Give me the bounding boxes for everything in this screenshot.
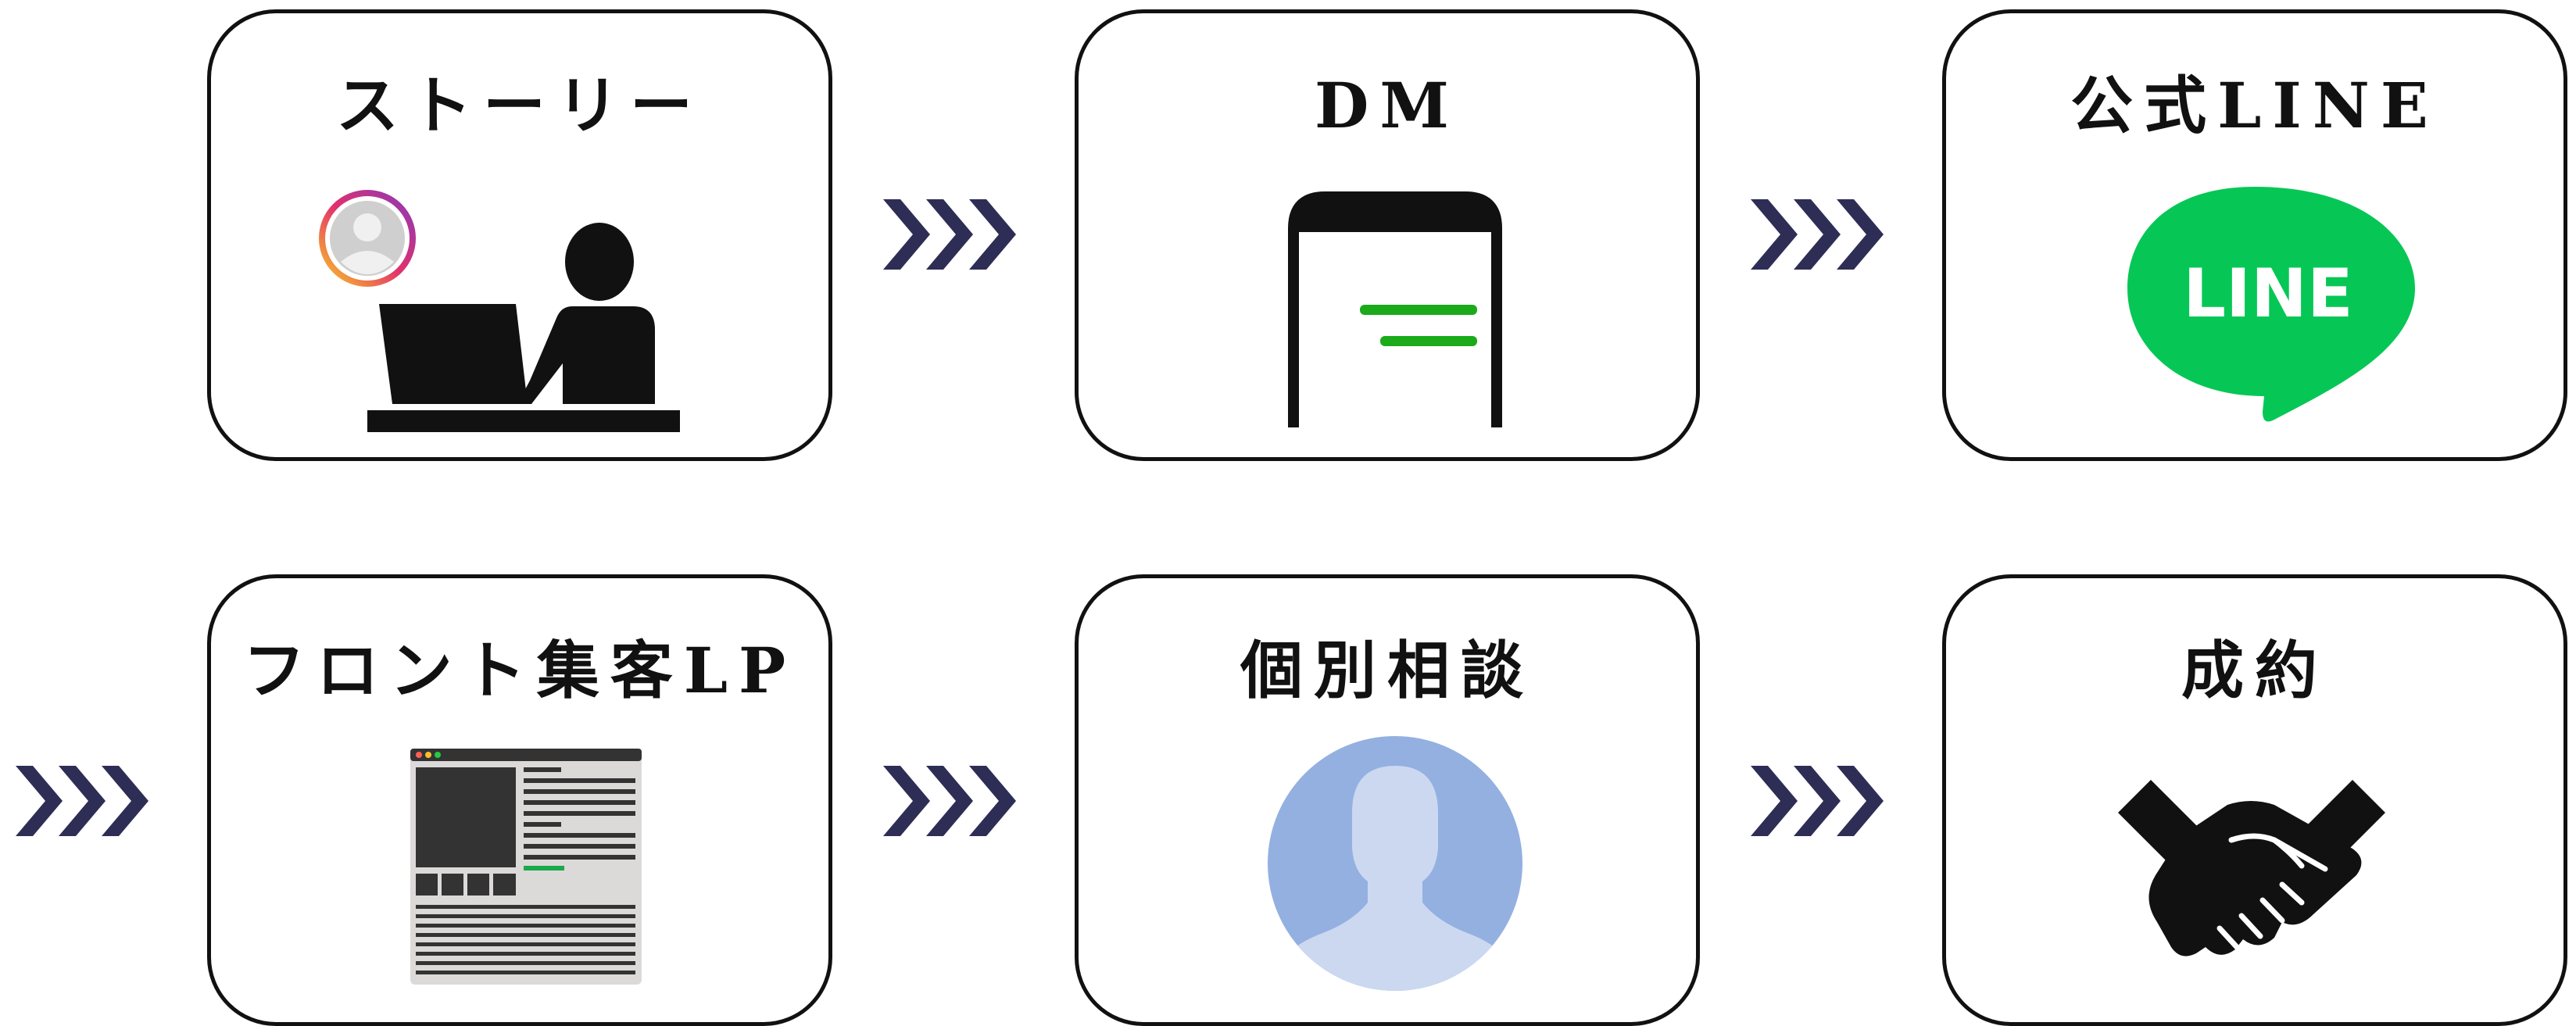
chevron-arrow-icon [883, 766, 1016, 836]
step-title: 公式LINE [2070, 69, 2439, 142]
step-card-front-lp: フロント集客LP [207, 574, 832, 1026]
step-title: フロント集客LP [242, 634, 797, 707]
step-card-individual-consultation: 個別相談 [1075, 574, 1700, 1026]
line-logo-text: LINE [2183, 255, 2353, 333]
person-at-laptop-icon [319, 190, 680, 432]
step-title: ストーリー [336, 69, 703, 142]
chevron-arrow-icon [883, 199, 1016, 270]
line-logo-icon: LINE [2127, 187, 2415, 422]
step-card-official-line: 公式LINE LINE [1942, 9, 2567, 461]
step-card-dm: DM [1075, 9, 1700, 461]
chevron-arrow-icon [1751, 199, 1884, 270]
smartphone-message-icon [1288, 191, 1502, 427]
chevron-arrow-icon [16, 766, 148, 836]
step-title: 成約 [2181, 634, 2328, 707]
step-card-contract: 成約 [1942, 574, 2567, 1026]
chevron-arrow-icon [1751, 766, 1884, 836]
step-card-story: ストーリー [207, 9, 832, 461]
handshake-icon [2118, 780, 2385, 956]
step-title: DM [1315, 69, 1460, 142]
landing-page-icon [410, 749, 642, 985]
step-title: 個別相談 [1240, 634, 1534, 707]
user-avatar-icon [1268, 736, 1522, 991]
